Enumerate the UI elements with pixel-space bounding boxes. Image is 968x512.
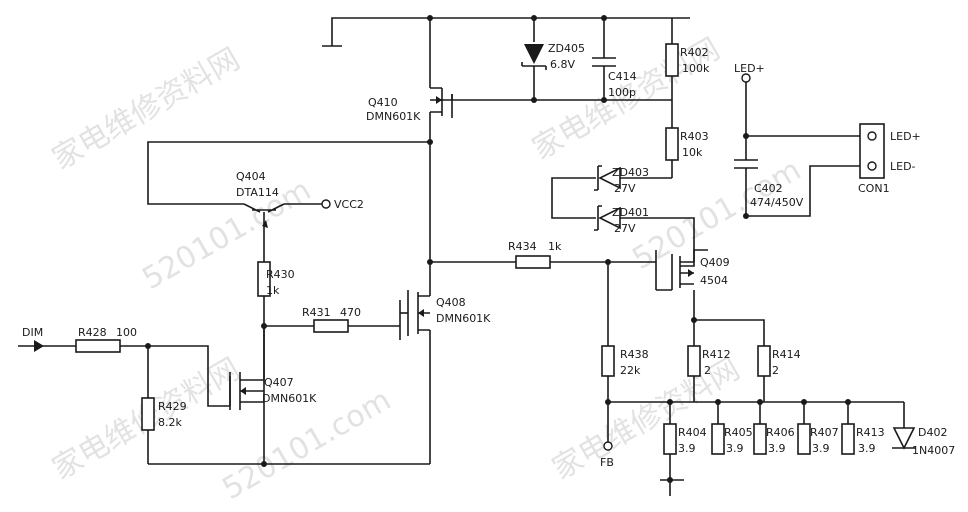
zener-zd403-body xyxy=(594,165,621,191)
connector-con1-body xyxy=(859,123,885,179)
label-zd405-ref: ZD405 xyxy=(548,42,585,55)
mosfet-q410-body xyxy=(430,87,453,118)
diode-d402-body xyxy=(892,427,916,450)
transistor-q404-body xyxy=(243,203,285,228)
label-r407-ref: R407 xyxy=(810,426,839,439)
resistor-r403-body xyxy=(665,127,679,161)
resistor-r407-body xyxy=(797,423,811,455)
label-d402-ref: D402 xyxy=(918,426,947,439)
resistor-r413-body xyxy=(841,423,855,455)
label-r429-value: 8.2k xyxy=(158,416,182,429)
label-r413-value: 3.9 xyxy=(858,442,876,455)
zener-zd405-body xyxy=(521,44,547,70)
label-r434-value: 1k xyxy=(548,240,562,253)
label-r412-ref: R412 xyxy=(702,348,731,361)
terminal-vcc2 xyxy=(321,199,331,209)
mosfet-q407-body xyxy=(229,372,264,410)
label-r414-ref: R414 xyxy=(772,348,801,361)
label-r404-value: 3.9 xyxy=(678,442,696,455)
wires xyxy=(18,17,905,496)
resistor-r405-body xyxy=(711,423,725,455)
label-fb: FB xyxy=(600,456,614,469)
label-r430-ref: R430 xyxy=(266,268,295,281)
label-zd405-value: 6.8V xyxy=(550,58,575,71)
label-r402-value: 100k xyxy=(682,62,710,75)
resistor-r434-body xyxy=(515,255,551,269)
label-q407-part: DMN601K xyxy=(262,392,317,405)
label-r407-value: 3.9 xyxy=(812,442,830,455)
label-q404-ref: Q404 xyxy=(236,170,266,183)
resistor-r414-body xyxy=(757,345,771,377)
label-c402-ref: C402 xyxy=(754,182,783,195)
label-r414-value: 2 xyxy=(772,364,779,377)
label-c414-ref: C414 xyxy=(608,70,637,83)
label-r403-ref: R403 xyxy=(680,130,709,143)
label-q408-ref: Q408 xyxy=(436,296,466,309)
resistor-r406-body xyxy=(753,423,767,455)
resistor-r431-body xyxy=(313,319,349,333)
label-zd401-value: 27V xyxy=(614,222,636,235)
watermark-cn: 家电维修资料网 xyxy=(547,352,746,487)
label-c402-value: 474/450V xyxy=(750,196,804,209)
label-r406-ref: R406 xyxy=(766,426,795,439)
label-con-led-plus: LED+ xyxy=(890,130,921,143)
label-vcc2: VCC2 xyxy=(334,198,364,211)
resistor-r429-body xyxy=(141,397,155,431)
capacitor-c402-body xyxy=(734,159,758,176)
label-con-led-minus: LED- xyxy=(890,160,916,173)
label-d402-part: 1N4007 xyxy=(912,444,955,457)
label-r402-ref: R402 xyxy=(680,46,709,59)
label-zd401-ref: ZD401 xyxy=(612,206,649,219)
label-q409-part: 4504 xyxy=(700,274,728,287)
label-r438-ref: R438 xyxy=(620,348,649,361)
label-r412-value: 2 xyxy=(704,364,711,377)
label-r403-value: 10k xyxy=(682,146,703,159)
label-con1-ref: CON1 xyxy=(858,182,890,195)
resistor-r412-body xyxy=(687,345,701,377)
label-q410-ref: Q410 xyxy=(368,96,398,109)
label-q407-ref: Q407 xyxy=(264,376,294,389)
label-led-plus-top: LED+ xyxy=(734,62,765,75)
label-r431-ref: R431 xyxy=(302,306,331,319)
label-r431-value: 470 xyxy=(340,306,361,319)
label-r434-ref: R434 xyxy=(508,240,537,253)
resistor-r404-body xyxy=(663,423,677,455)
resistor-r402-body xyxy=(665,43,679,77)
label-r404-ref: R404 xyxy=(678,426,707,439)
resistor-r428-body xyxy=(75,339,121,353)
label-zd403-value: 27V xyxy=(614,182,636,195)
label-r428-ref: R428 xyxy=(78,326,107,339)
labels: Q410 DMN601K ZD405 6.8V C414 100p R402 1… xyxy=(22,42,955,469)
zener-zd401-body xyxy=(594,205,621,231)
label-r438-value: 22k xyxy=(620,364,641,377)
label-r405-ref: R405 xyxy=(724,426,753,439)
label-r430-value: 1k xyxy=(266,284,280,297)
label-q410-part: DMN601K xyxy=(366,110,421,123)
label-q409-ref: Q409 xyxy=(700,256,730,269)
resistor-r438-body xyxy=(601,345,615,377)
terminal-led-plus xyxy=(741,73,751,83)
label-q408-part: DMN601K xyxy=(436,312,491,325)
capacitor-c414-body xyxy=(592,57,616,67)
junctions xyxy=(145,15,851,483)
label-c414-value: 100p xyxy=(608,86,636,99)
watermark-cn: 家电维修资料网 xyxy=(47,42,246,177)
mosfet-q409-body xyxy=(671,249,708,290)
terminal-fb xyxy=(603,441,613,451)
label-r428-value: 100 xyxy=(116,326,137,339)
label-dim: DIM xyxy=(22,326,43,339)
mosfet-q408-body xyxy=(400,290,430,336)
label-q404-part: DTA114 xyxy=(236,186,279,199)
label-r413-ref: R413 xyxy=(856,426,885,439)
label-r405-value: 3.9 xyxy=(726,442,744,455)
label-r429-ref: R429 xyxy=(158,400,187,413)
resistor-r430-body xyxy=(257,261,271,297)
dim-input-arrow-icon xyxy=(34,340,44,352)
label-r406-value: 3.9 xyxy=(768,442,786,455)
label-zd403-ref: ZD403 xyxy=(612,166,649,179)
